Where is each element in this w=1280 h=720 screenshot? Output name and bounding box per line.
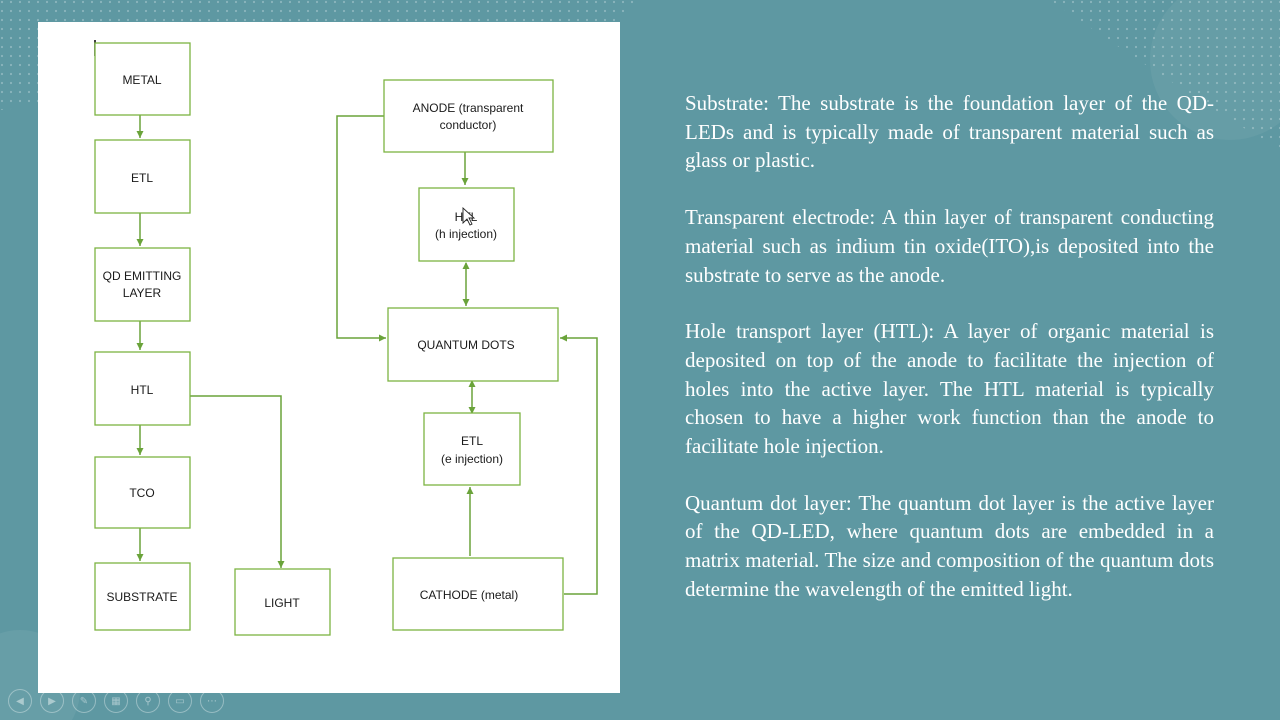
connectors xyxy=(136,115,598,595)
more-icon: ⋯ xyxy=(207,695,217,707)
box-metal xyxy=(94,42,191,116)
box-qd-emitting xyxy=(94,247,191,322)
box-quantum-dots xyxy=(387,307,559,382)
box-light xyxy=(234,568,331,636)
label-line: (h injection) xyxy=(435,227,497,241)
subtitles-button[interactable]: ▭ xyxy=(168,689,192,713)
label-line: (e injection) xyxy=(441,452,503,466)
label-right-etl: ETL (e injection) xyxy=(441,434,503,466)
box-substrate xyxy=(94,562,191,631)
label-line: LAYER xyxy=(123,286,162,300)
paragraph-quantum-dot-layer: Quantum dot layer: The quantum dot layer… xyxy=(685,490,1214,601)
label-metal: METAL xyxy=(122,73,161,87)
paragraph-substrate: Substrate: The substrate is the foundati… xyxy=(685,91,1214,173)
arrow-cathode-qd xyxy=(560,334,598,595)
previous-slide-button[interactable]: ◀ xyxy=(8,689,32,713)
paragraph-hole-transport-layer: Hole transport layer (HTL): A layer of o… xyxy=(685,319,1214,459)
label-line: ETL xyxy=(461,434,483,448)
mouse-pointer-icon xyxy=(462,206,476,226)
zoom-button[interactable]: ⚲ xyxy=(136,689,160,713)
next-slide-button[interactable]: ▶ xyxy=(40,689,64,713)
arrow-htl-light xyxy=(190,395,285,568)
label-light: LIGHT xyxy=(264,596,300,610)
subtitles-icon: ▭ xyxy=(175,695,185,707)
label-qd-emitting: QD EMITTING LAYER xyxy=(103,269,182,300)
label-substrate: SUBSTRATE xyxy=(106,590,177,604)
label-htl: HTL xyxy=(131,383,154,397)
label-line: conductor) xyxy=(440,118,497,132)
label-tco: TCO xyxy=(129,486,154,500)
label-quantum-dots: QUANTUM DOTS xyxy=(417,338,514,352)
arrow-anode-qd xyxy=(336,115,386,342)
arrow-left-icon: ◀ xyxy=(16,695,24,707)
box-htl xyxy=(94,351,191,426)
qdled-block-diagram: METAL ETL QD EMITTING LAYER HTL TCO SUBST… xyxy=(94,40,598,636)
pen-icon: ✎ xyxy=(79,695,89,707)
label-anode: ANODE (transparent conductor) xyxy=(413,101,524,132)
block-diagram-panel: METAL ETL QD EMITTING LAYER HTL TCO SUBST… xyxy=(38,22,620,693)
box-anode xyxy=(383,79,554,153)
see-all-slides-button[interactable]: ▦ xyxy=(104,689,128,713)
zoom-icon: ⚲ xyxy=(144,695,152,707)
box-right-etl xyxy=(423,412,521,486)
box-etl xyxy=(94,139,191,214)
label-line: ANODE (transparent xyxy=(413,101,524,115)
arrow-right-icon: ▶ xyxy=(48,695,56,707)
label-line: QD EMITTING xyxy=(103,269,182,283)
box-right-htl xyxy=(418,187,515,262)
paragraph-transparent-electrode: Transparent electrode: A thin layer of t… xyxy=(685,205,1214,287)
slides-icon: ▦ xyxy=(111,695,121,707)
label-cathode: CATHODE (metal) xyxy=(420,588,518,602)
more-options-button[interactable]: ⋯ xyxy=(200,689,224,713)
label-etl: ETL xyxy=(131,171,153,185)
pen-tool-button[interactable]: ✎ xyxy=(72,689,96,713)
box-tco xyxy=(94,456,191,529)
description-text: Substrate: The substrate is the foundati… xyxy=(685,89,1214,632)
slideshow-toolbar: ◀ ▶ ✎ ▦ ⚲ ▭ ⋯ xyxy=(8,688,224,714)
box-cathode xyxy=(392,557,564,631)
